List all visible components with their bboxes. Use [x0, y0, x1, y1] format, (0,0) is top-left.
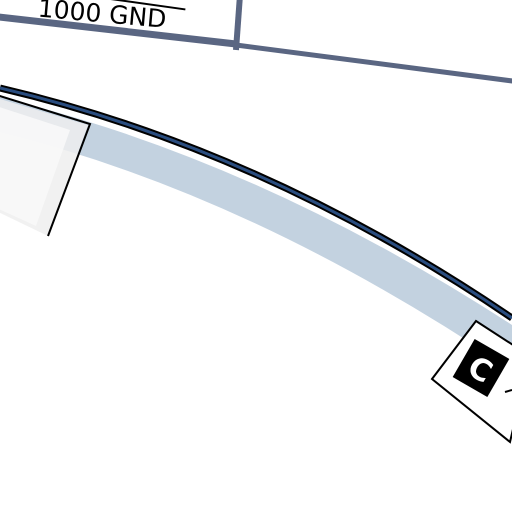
airspace-class-badge: [452, 338, 510, 398]
airspace-boundary-line-vertical: [233, 0, 243, 51]
airspace-arc-band: [0, 97, 512, 370]
airspace-boundary-line-right: [235, 42, 512, 84]
altitude-label-divider: [89, 0, 186, 11]
airspace-boundary-line-left: [0, 13, 237, 48]
airspace-boundary: [0, 0, 512, 84]
airspace-class-label-tick: [504, 389, 512, 393]
faded-label-box-border: [0, 95, 92, 237]
faded-label-box-inner: [0, 107, 70, 226]
airspace-arc-edge-blue: [0, 86, 512, 320]
airspace-class-label: C: [430, 319, 512, 444]
faded-label-box: [0, 95, 92, 237]
